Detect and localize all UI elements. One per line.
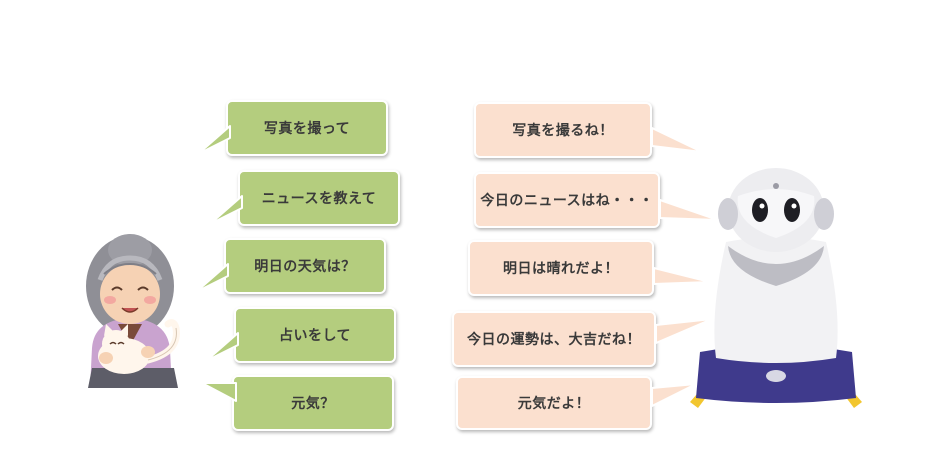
speech-tail-icon (655, 318, 713, 344)
speech-tail-icon (201, 382, 237, 402)
user-bubble-photo: 写真を撮って (197, 100, 388, 156)
robot-bubble-news: 今日のニュースはね・・・ (474, 172, 719, 228)
user-bubble-genki: 元気？ (201, 375, 394, 431)
communication-robot-icon (690, 168, 862, 408)
speech-tail-icon (195, 263, 229, 293)
user-bubble-text: 占いをして (278, 328, 352, 344)
speech-tail-icon (197, 125, 231, 155)
user-bubble-text: ニュースを教えて (261, 191, 377, 207)
robot-bubble-genki: 元気だよ！ (456, 376, 697, 430)
robot-bubble-photo: 写真を撮るね！ (474, 102, 703, 158)
user-bubble-news: ニュースを教えて (209, 170, 400, 226)
speech-tail-icon (205, 332, 239, 362)
user-bubble-weather: 明日の天気は？ (195, 238, 386, 294)
user-bubble-fortune: 占いをして (205, 307, 396, 363)
robot-bubble-text: 元気だよ！ (517, 396, 591, 412)
robot-bubble-text: 明日は晴れだよ！ (503, 261, 619, 277)
user-bubble-text: 明日の天気は？ (254, 259, 356, 275)
elderly-woman-with-cat-icon (86, 234, 180, 388)
robot-bubble-weather: 明日は晴れだよ！ (468, 240, 711, 296)
user-bubble-text: 写真を撮って (263, 121, 351, 137)
speech-tail-icon (651, 127, 703, 153)
speech-tail-icon (651, 383, 697, 407)
robot-bubble-text: 写真を撮るね！ (512, 123, 614, 139)
robot-bubble-text: 今日のニュースはね・・・ (480, 193, 654, 209)
speech-tail-icon (209, 195, 243, 225)
robot-bubble-text: 今日の運勢は、大吉だね！ (467, 332, 641, 348)
user-bubble-text: 元気？ (291, 396, 335, 412)
speech-tail-icon (653, 267, 711, 285)
speech-tail-icon (659, 199, 719, 221)
robot-bubble-fortune: 今日の運勢は、大吉だね！ (452, 311, 713, 367)
